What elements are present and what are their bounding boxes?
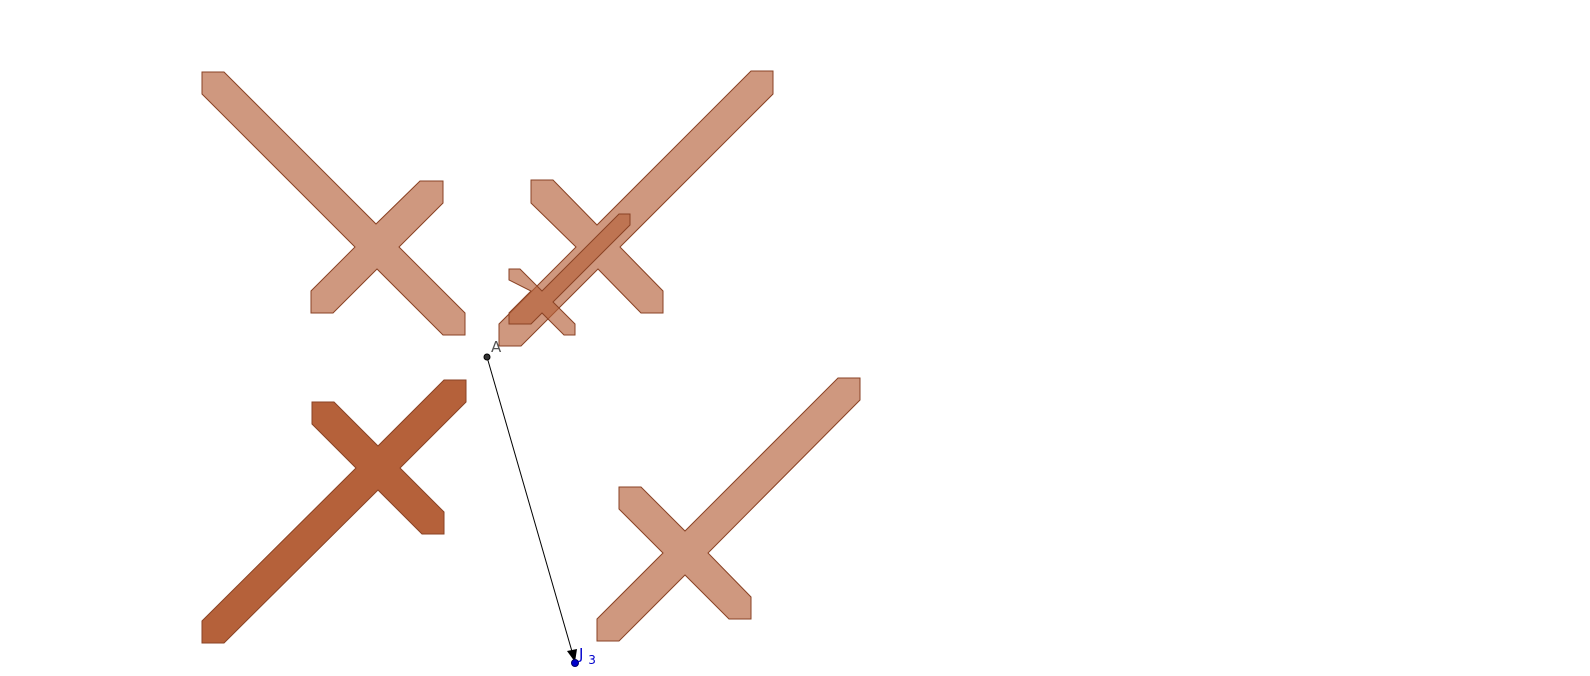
small-cross[interactable] — [508, 213, 631, 336]
shapes-layer — [201, 70, 861, 644]
point-j3-dot[interactable] — [571, 659, 579, 667]
bottom-left-cross[interactable] — [201, 379, 467, 644]
vector-arrowhead — [567, 649, 577, 662]
bottom-right-cross[interactable] — [596, 377, 861, 642]
point-j3[interactable]: J 3 — [571, 645, 596, 667]
point-a-label: A — [491, 338, 502, 356]
vector-line[interactable] — [486, 356, 574, 656]
point-j3-label-main: J — [578, 645, 583, 663]
point-a[interactable]: A — [483, 338, 502, 361]
point-j3-label-sub: 3 — [588, 653, 596, 667]
vector-a-j3[interactable] — [486, 356, 577, 662]
point-j3-label: J 3 — [578, 645, 596, 667]
point-a-dot[interactable] — [483, 353, 491, 361]
top-left-cross[interactable] — [201, 71, 466, 336]
